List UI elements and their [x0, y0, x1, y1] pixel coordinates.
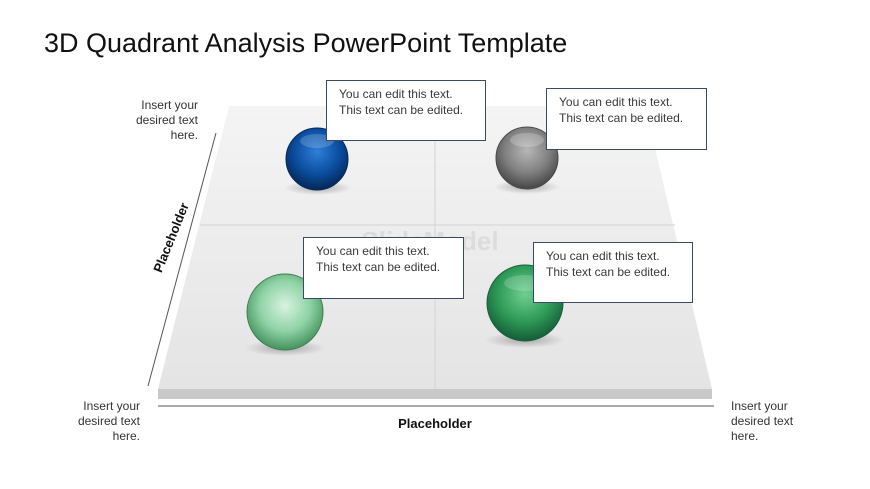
note-line: here.: [110, 128, 198, 143]
note-line: here.: [58, 429, 140, 444]
note-line: desired text: [731, 414, 821, 429]
note-top-left: Insert your desired text here.: [110, 98, 198, 143]
callout-line: This text can be edited.: [339, 102, 485, 118]
note-line: here.: [731, 429, 821, 444]
callout-line: You can edit this text.: [339, 86, 485, 102]
note-bottom-left: Insert your desired text here.: [58, 399, 140, 444]
note-line: desired text: [58, 414, 140, 429]
note-line: Insert your: [58, 399, 140, 414]
sphere-highlight: [510, 133, 544, 147]
callout-line: This text can be edited.: [546, 264, 692, 280]
callout-line: You can edit this text.: [546, 248, 692, 264]
x-axis-label: Placeholder: [380, 416, 490, 431]
note-line: Insert your: [110, 98, 198, 113]
callout-line: You can edit this text.: [316, 243, 463, 259]
callout-top-right[interactable]: You can edit this text. This text can be…: [546, 88, 707, 150]
callout-line: This text can be edited.: [316, 259, 463, 275]
note-bottom-right: Insert your desired text here.: [731, 399, 821, 444]
note-line: Insert your: [731, 399, 821, 414]
callout-bottom-left[interactable]: You can edit this text. This text can be…: [303, 237, 464, 299]
plane-edge: [158, 389, 712, 399]
callout-line: You can edit this text.: [559, 94, 706, 110]
note-line: desired text: [110, 113, 198, 128]
callout-bottom-right[interactable]: You can edit this text. This text can be…: [533, 242, 693, 303]
callout-top-left[interactable]: You can edit this text. This text can be…: [326, 80, 486, 141]
callout-line: This text can be edited.: [559, 110, 706, 126]
